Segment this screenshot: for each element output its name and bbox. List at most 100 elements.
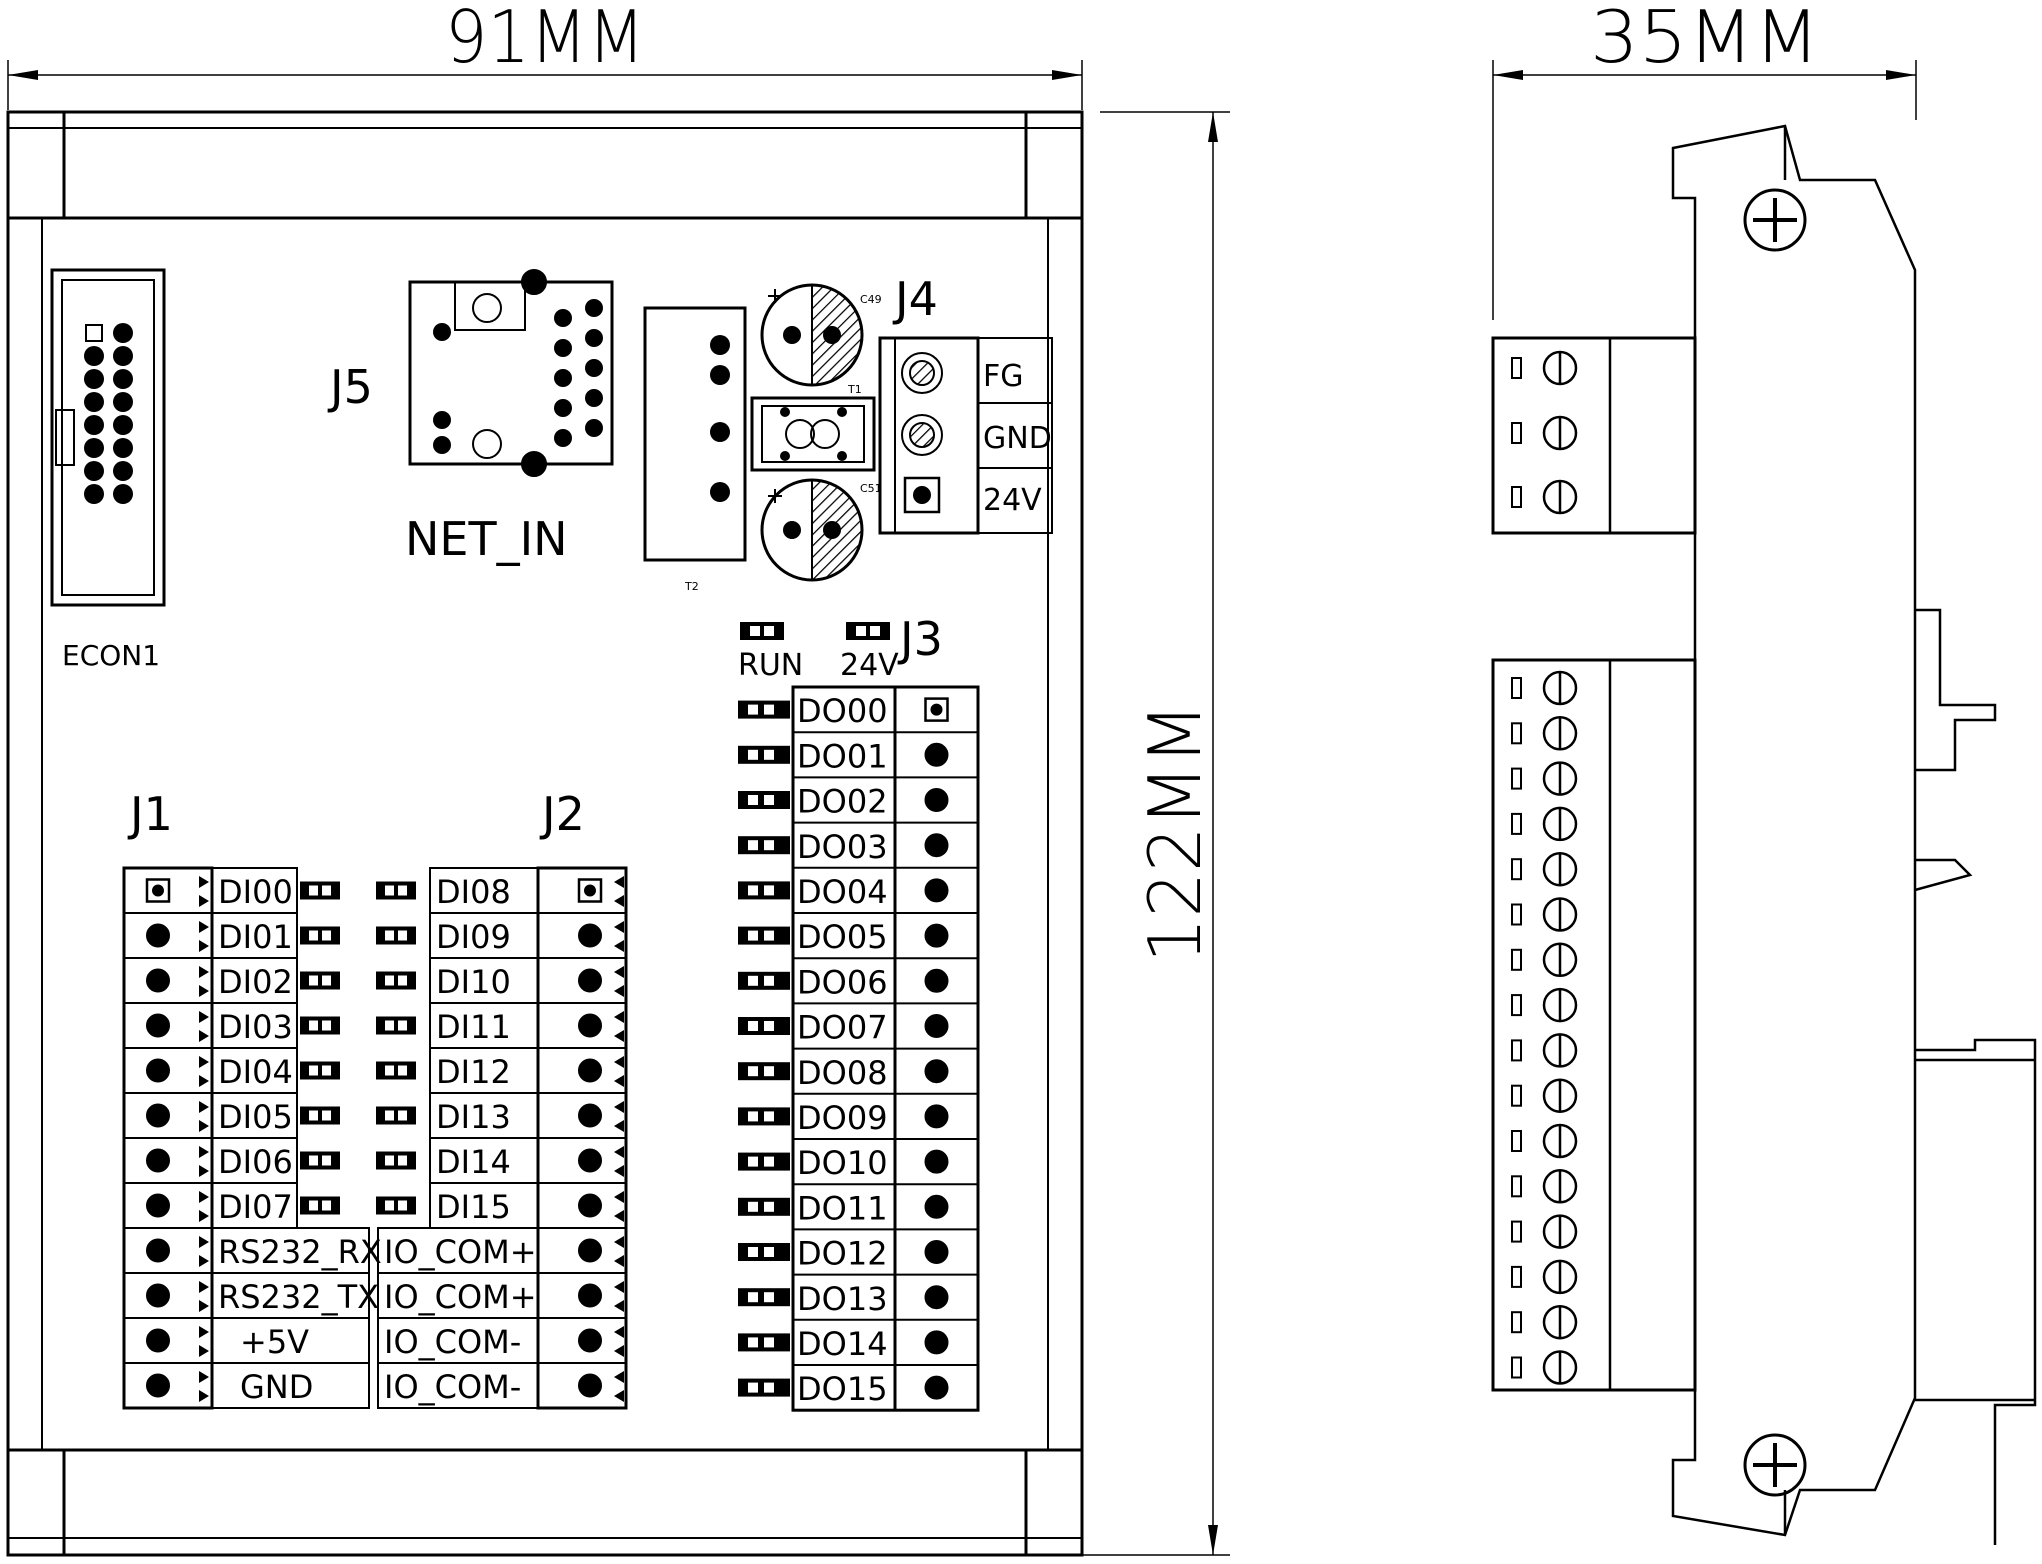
- j2-pin: [578, 1373, 602, 1398]
- econ1-pin: [113, 346, 133, 366]
- j1-led: [300, 926, 340, 945]
- j3-label-12: DO12: [797, 1235, 888, 1273]
- j1-label-6: DI06: [218, 1143, 293, 1181]
- j2-pin: [578, 1328, 602, 1353]
- j2-led: [376, 1061, 416, 1080]
- j3-pin: [924, 1240, 949, 1264]
- j1-label-7: DI07: [218, 1188, 293, 1226]
- j1-label-5: DI05: [218, 1098, 293, 1136]
- j2-label-4: DI12: [436, 1053, 511, 1091]
- j1-label-1: DI01: [218, 918, 293, 956]
- j3-terminal-block: [738, 685, 980, 1412]
- dimension-height: [1080, 111, 1230, 1556]
- j2-led: [376, 1196, 416, 1215]
- j2-pin: [584, 884, 596, 897]
- j2-label-11: IO_COM-: [384, 1368, 521, 1406]
- j3-label-15: DO15: [797, 1370, 888, 1408]
- j3-led: [738, 1197, 790, 1216]
- j2-pin: [578, 1058, 602, 1083]
- j3-pin: [924, 968, 949, 993]
- j4-label-gnd: GND: [983, 421, 1052, 456]
- econ1-pin: [84, 461, 104, 481]
- height-dimension-label: 122MM: [1133, 703, 1217, 963]
- j3-pin: [924, 1104, 949, 1129]
- j2-label-7: DI15: [436, 1188, 511, 1226]
- econ1-pin: [84, 346, 104, 366]
- j3-led: [738, 745, 790, 764]
- j2-pin: [578, 1148, 602, 1173]
- j2-pin: [578, 923, 602, 948]
- j1-label-9: RS232_TX: [218, 1278, 379, 1316]
- j3-led: [738, 1333, 790, 1352]
- j3-pin: [924, 742, 949, 767]
- j1-label-4: DI04: [218, 1053, 293, 1091]
- j4-label: J4: [892, 272, 938, 326]
- j1-terminal-block: [122, 866, 370, 1410]
- j5-rj45-connector: [408, 269, 614, 477]
- j3-pin: [924, 878, 949, 903]
- j3-pin: [930, 703, 943, 716]
- capacitor-c49: [760, 283, 864, 387]
- j1-led: [300, 1106, 340, 1125]
- j2-label-1: DI09: [436, 918, 511, 956]
- j3-led: [738, 1062, 790, 1081]
- j1-pin: [146, 1328, 170, 1353]
- j3-pin: [924, 833, 949, 858]
- j1-led: [300, 971, 340, 990]
- j2-pin: [578, 1283, 602, 1308]
- dimension-depth: [1492, 60, 1917, 320]
- j2-pin: [578, 968, 602, 993]
- mounting-screw-top: [1743, 188, 1807, 252]
- j3-label-5: DO05: [797, 918, 888, 956]
- j3-label-1: DO01: [797, 737, 888, 775]
- j3-pin: [924, 1285, 949, 1310]
- j3-label-8: DO08: [797, 1054, 888, 1092]
- j3-led: [738, 700, 790, 719]
- econ1-header: [50, 268, 166, 607]
- mounting-screw-bottom: [1743, 1433, 1807, 1497]
- j2-terminal-block: [376, 866, 628, 1410]
- j1-pin: [146, 923, 170, 948]
- j1-label-10: +5V: [240, 1323, 309, 1361]
- j2-label-3: DI11: [436, 1008, 511, 1046]
- econ1-pin: [113, 369, 133, 389]
- j2-label-5: DI13: [436, 1098, 511, 1136]
- j3-pin: [924, 1375, 949, 1400]
- econ1-pin: [84, 415, 104, 435]
- j2-pin: [578, 1103, 602, 1128]
- j2-pin: [578, 1013, 602, 1038]
- j3-led: [738, 1288, 790, 1307]
- j2-label-6: DI14: [436, 1143, 511, 1181]
- j3-led: [738, 1378, 790, 1397]
- t2-component: [643, 306, 747, 562]
- capacitor-c51: [760, 478, 864, 582]
- j1-label: J1: [127, 787, 173, 841]
- j3-label: J3: [897, 612, 943, 666]
- j3-led: [738, 926, 790, 945]
- j3-label-11: DO11: [797, 1189, 888, 1227]
- econ1-pin: [84, 438, 104, 458]
- j3-pin: [924, 1059, 949, 1084]
- status-label-24v: 24V: [840, 648, 899, 683]
- j3-led: [738, 836, 790, 855]
- j2-label-8: IO_COM+: [384, 1233, 537, 1271]
- econ1-pin: [113, 323, 133, 343]
- j3-label-14: DO14: [797, 1325, 888, 1363]
- j4-label-fg: FG: [983, 359, 1024, 394]
- j4-label-24v: 24V: [983, 483, 1042, 518]
- side-view: [1491, 124, 2037, 1545]
- c51-label: C51: [860, 482, 882, 495]
- j3-label-9: DO09: [797, 1099, 888, 1137]
- econ1-label: ECON1: [62, 639, 160, 672]
- j2-label-9: IO_COM+: [384, 1278, 537, 1316]
- j1-pin: [146, 1283, 170, 1308]
- status-label-run: RUN: [738, 648, 803, 683]
- depth-dimension-label: 35MM: [1590, 0, 1820, 79]
- j1-label-0: DI00: [218, 873, 293, 911]
- j1-label-3: DI03: [218, 1008, 293, 1046]
- j3-label-6: DO06: [797, 963, 888, 1001]
- j1-pin: [146, 1058, 170, 1083]
- status-led-24v: [846, 622, 890, 640]
- j3-pin: [924, 1014, 949, 1038]
- j3-led: [738, 881, 790, 900]
